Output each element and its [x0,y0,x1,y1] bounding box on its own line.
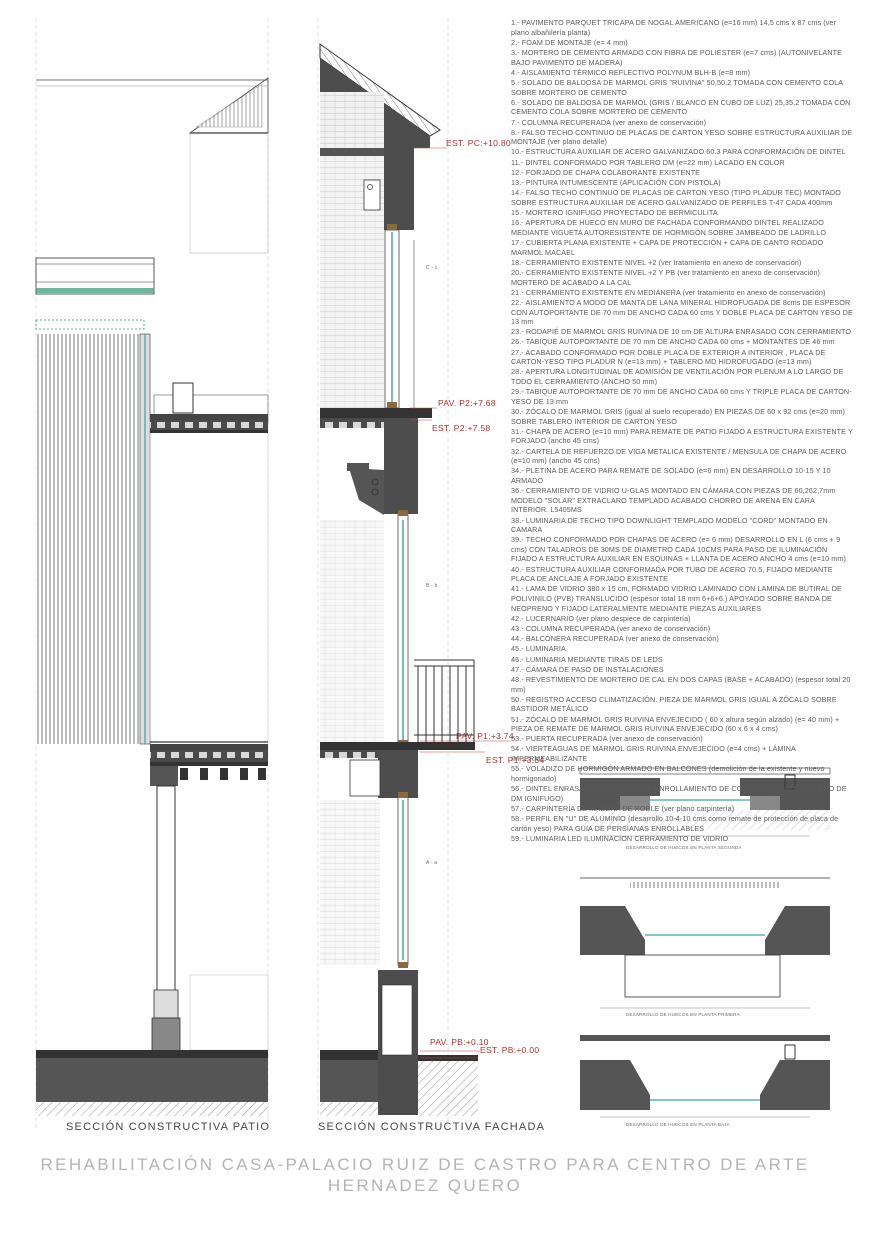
project-title: REHABILITACIÓN CASA-PALACIO RUIZ DE CAST… [0,1154,850,1196]
legend-item: 56.- DINTEL ENRASADO PARA OCULTAR ENROLL… [511,784,847,803]
legend-item: 1.- PAVIMENTO PARQUET TRICAPA DE NOGAL A… [511,18,837,37]
legend-item: 10.- ESTRUCTURA AUXILIAR DE ACERO GALVAN… [511,147,846,157]
legend-item: 34.- PLETINA DE ACERO PARA REMATE DE SOL… [511,466,831,485]
detail-caption-a: DESARROLLO DE HUECOS EN PLANTA BAJA [626,1122,730,1127]
level-est-pc: EST. PC:+10.80 [446,138,511,148]
section-mark-a: A - a [426,860,438,866]
legend-item: 53.- PUERTA RECUPERADA (ver anexo de con… [511,734,703,744]
legend-item: 43.- COLUMNA RECUPERADA (ver anexo de co… [511,624,711,633]
level-pav-p1: PAV. P1:+3.74 [456,731,514,741]
legend-list: 1.- PAVIMENTO PARQUET TRICAPA DE NOGAL A… [511,18,853,844]
legend-item: 41.- LAMA DE VIDRIO 380 x 15 cm, FORMADO… [511,584,842,613]
legend-item: 11.- DINTEL CONFORMADO POR TABLERO DM (e… [511,157,785,167]
legend-item: 46.- LUMINARIA MEDIANTE TIRAS DE LEDS [511,654,663,664]
section-patio [35,18,269,1130]
project-title-line2: HERNADEZ QUERO [327,1176,523,1195]
legend-item: 40.- ESTRUCTURA AUXILIAR CONFORMADA POR … [511,564,833,584]
legend-item: 54.- VIERTEAGUAS DE MARMOL GRIS RUIVINA … [511,744,796,764]
project-title-line1: REHABILITACIÓN CASA-PALACIO RUIZ DE CAST… [40,1155,810,1174]
level-est-pb: EST. PB:+0.00 [480,1045,540,1055]
legend-item: 42.- LUCERNARIO (ver plano despiece de c… [511,613,691,623]
legend-item: 39.- TECHO CONFORMADO POR CHAPAS DE ACER… [511,535,846,564]
level-est-p2: EST. P2:+7.58 [432,423,491,433]
legend-item: 17.- CUBIERTA PLANA EXISTENTE + CAPA DE … [511,237,824,257]
level-est-p1: EST. P1:+3.64 [486,755,545,765]
level-pav-pb: PAV. PB:+0.10 [430,1037,489,1047]
legend-item: 15.- MORTERO IGNIFUGO PROYECTADO DE BERM… [511,208,718,217]
legend-item: 51.- ZÓCALO DE MARMOL GRIS RUIVINA ENVEJ… [511,714,840,734]
legend-item: 27.- ACABADO CONFORMADO POR DOBLE PLACA … [511,347,826,367]
legend-item: 44.- BALCONERA RECUPERADA (ver anexo de … [511,634,719,644]
legend-item: 48.- REVESTIMIENTO DE MORTERO DE CAL EN … [511,674,851,694]
legend-item: 16.- APERTURA DE HUECO EN MURO DE FACHAD… [511,218,827,237]
legend-item: 6.- SOLADO DE BALDOSA DE MARMOL (GRIS / … [511,97,851,117]
legend-item: 12.- FORJADO DE CHAPA COLABORANTE EXISTE… [511,167,701,177]
section-mark-b: B - b [426,583,438,589]
legend-item: 28.- APERTURA LONGITUDINAL DE ADMISIÓN D… [511,367,844,387]
legend-item: 38.- LUMINARIA DE TECHO TIPO DOWNLIGHT T… [511,515,828,535]
detail-b [580,877,830,1009]
section-fachada [317,18,478,1130]
legend-item: 4.- AISLAMIENTO TÉRMICO REFLECTIVO POLYN… [511,67,751,77]
detail-caption-b: DESARROLLO DE HUECOS EN PLANTA PRIMERA [626,1012,740,1017]
legend-item: 59.- LUMINARIA LED ILUMINACION CERRAMIEN… [511,833,729,843]
legend-item: 22.- AISLAMIENTO A MODO DE MANTA DE LANA… [511,297,853,327]
legend-item: 36.- CERRAMIENTO DE VIDRIO U-GLAS MONTAD… [511,486,836,515]
legend-item: 58.- PERFIL EN "U" DE ALUMINIO (desarrol… [511,814,839,833]
legend-item: 8.- FALSO TECHO CONTINUO DE PLACAS DE CA… [511,127,853,147]
detail-c [579,767,831,837]
legend-item: 57.- CARPINTERÍA DE MADERA DE ROBLE (ver… [511,803,735,813]
legend-item: 3.- MORTERO DE CEMENTO ARMADO CON FIBRA … [511,47,842,67]
detail-caption-c: DESARROLLO DE HUECOS EN PLANTA SEGUNDA [626,845,742,850]
legend-item: 21.- CERRAMIENTO EXISTENTE EN MEDIANERA … [511,287,826,297]
detail-a [580,1035,830,1118]
legend-item: 30.- ZÓCALO DE MARMOL GRIS (igual al sue… [511,407,845,426]
balcony-railing [414,659,475,742]
legend-item: 14.- FALSO TECHO CONTINUO DE PLACAS DE C… [511,188,841,207]
caption-fachada: SECCIÓN CONSTRUCTIVA FACHADA [318,1121,546,1133]
level-pav-p2: PAV. P2:+7.68 [438,398,496,408]
caption-patio: SECCIÓN CONSTRUCTIVA PATIO [66,1121,271,1133]
legend-item: 31.- CHAPA DE ACERO (e=10 mm) PARA REMAT… [511,426,853,446]
legend-item: 13.- PINTURA INTUMESCENTE (APLICACIÓN CO… [511,178,721,188]
legend-item: 20.- CERRAMIENTO EXISTENTE NIVEL +2 Y PB… [511,267,821,287]
legend-item: 47.- CÁMARA DE PASO DE INSTALACIONES [511,664,664,674]
section-mark-c: C - c [426,265,438,271]
legend-item: 32.- CARTELA DE REFUERZO DE VIGA METALIC… [511,446,847,466]
legend-item: 5.- SOLADO DE BALDOSA DE MARMOL GRIS "RU… [511,77,843,97]
legend-item: 45.- LUMINARIA [511,644,566,654]
legend-item: 55.- VOLADIZO DE HORMIGÓN ARMADO EN BALC… [511,764,825,783]
legend-item: 29.- TABIQUE AUTOPORTANTE DE 70 mm DE AN… [511,387,852,406]
legend-item: 2.- FOAM DE MONTAJE (e= 4 mm) [511,37,628,47]
legend-item: 18.- CERRAMIENTO EXISTENTE NIVEL +2 (ver… [511,257,802,267]
legend-item: 7.- COLUMNA RECUPERADA (ver anexo de con… [511,117,707,127]
legend-item: 50.- REGISTRO ACCESO CLIMATIZACIÓN. PIEZ… [511,694,837,714]
legend-item: 26.- TABIQUE AUTOPORTANTE DE 70 mm DE AN… [511,337,835,347]
legend-item: 23.- RODAPIÉ DE MARMOL GRIS RUIVINA DE 1… [511,327,852,337]
